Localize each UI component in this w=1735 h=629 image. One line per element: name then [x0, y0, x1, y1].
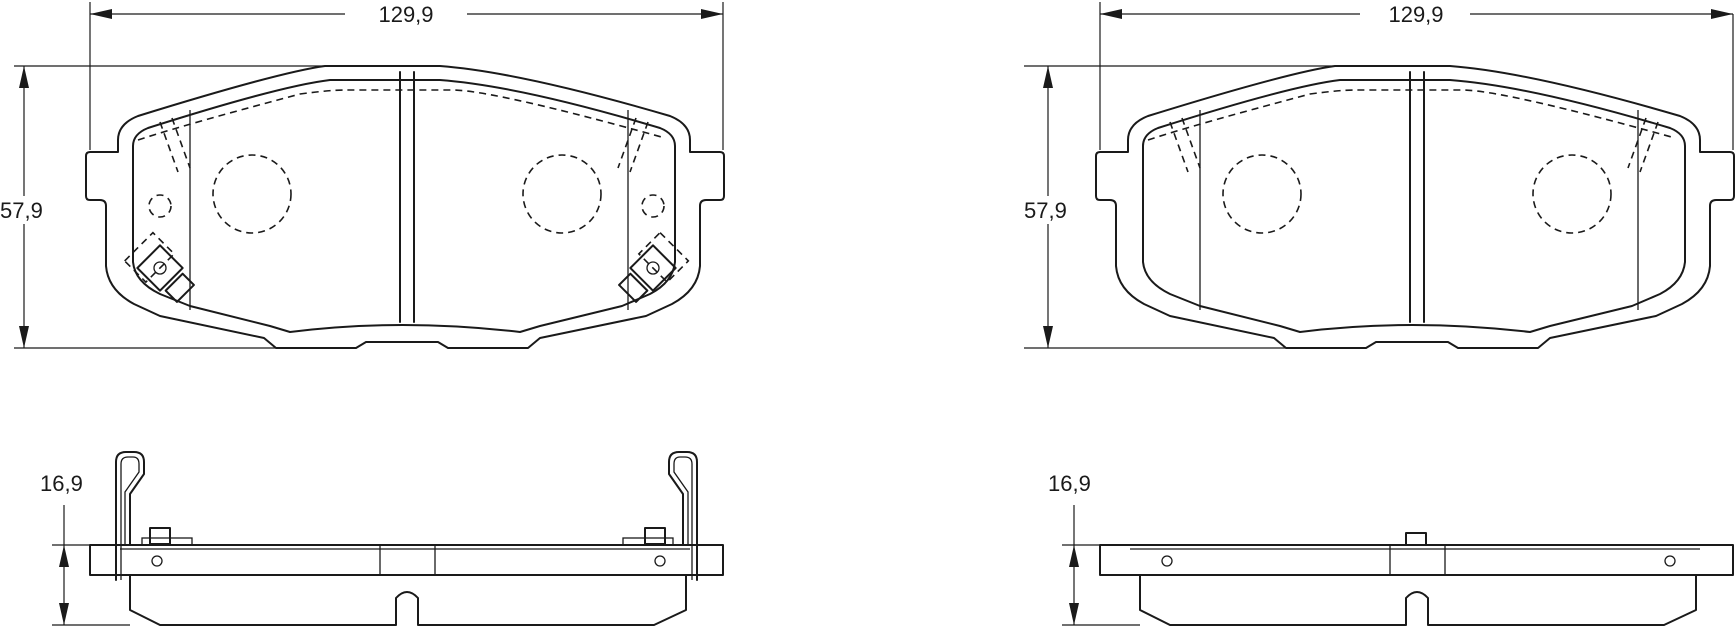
centre-tab — [1405, 532, 1427, 546]
front-view-right: 129,9 57,9 — [1022, 2, 1735, 349]
height-label-left: 57,9 — [0, 198, 43, 223]
height-label-right: 57,9 — [1024, 198, 1067, 223]
side-view-left: 16,9 — [40, 451, 724, 626]
height-dimension-right: 57,9 — [1022, 65, 1340, 349]
thickness-dimension-right: 16,9 — [1048, 471, 1140, 626]
height-dimension-left: 57,9 — [0, 65, 330, 349]
thickness-label-left: 16,9 — [40, 471, 83, 496]
width-label-left: 129,9 — [378, 2, 433, 27]
width-label-right: 129,9 — [1388, 2, 1443, 27]
width-dimension-right: 129,9 — [1099, 2, 1734, 150]
thickness-dimension-left: 16,9 — [40, 471, 130, 626]
side-view-right: 16,9 — [1048, 471, 1734, 626]
thickness-label-right: 16,9 — [1048, 471, 1091, 496]
front-view-left: 129,9 57,9 — [0, 2, 725, 349]
width-dimension-left: 129,9 — [89, 2, 724, 150]
